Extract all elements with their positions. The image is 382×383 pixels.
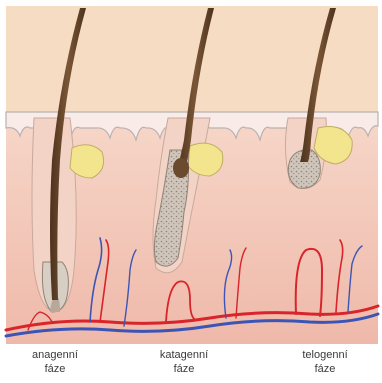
phase-label-anagen-line1: anagenní [10,348,100,362]
phase-label-telogen-line2: fáze [280,362,370,376]
katagen-sebaceous-gland [188,143,223,176]
anagen-sebaceous-gland [70,145,104,178]
katagen-club-hair [173,158,189,178]
phase-label-telogen-line1: telogenní [280,348,370,362]
phase-label-anagen-line2: fáze [10,362,100,376]
phase-label-katagen-line1: katagenní [139,348,229,362]
phase-label-katagen-line2: fáze [139,362,229,376]
phase-label-anagen: anagenní fáze [10,348,100,376]
phase-label-katagen: katagenní fáze [139,348,229,376]
phase-label-telogen: telogenní fáze [280,348,370,376]
